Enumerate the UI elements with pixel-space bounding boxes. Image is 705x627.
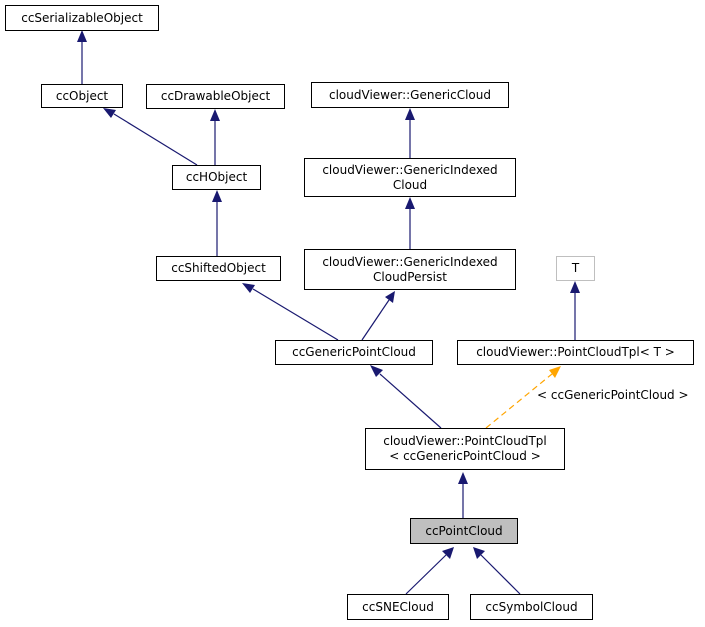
edge-pointcloudtplgeneric-to-ccgenericpointcloud bbox=[379, 373, 442, 429]
node-cchobject[interactable]: ccHObject bbox=[172, 165, 261, 190]
edge-arrowhead bbox=[549, 366, 561, 378]
node-ccpointcloud: ccPointCloud bbox=[410, 518, 518, 544]
node-label: ccDrawableObject bbox=[160, 89, 271, 103]
edge-ccsnecloud-to-ccpointcloud bbox=[405, 554, 447, 595]
node-pointcloudtpl-generic[interactable]: cloudViewer::PointCloudTpl < ccGenericPo… bbox=[365, 428, 565, 470]
edge-chobject-to-ccobject bbox=[113, 113, 198, 166]
edge-arrowhead bbox=[242, 283, 255, 293]
node-ccdrawableobject[interactable]: ccDrawableObject bbox=[146, 84, 285, 109]
edge-ccgenericpointcloud-to-ccshiftedobject bbox=[252, 288, 339, 341]
node-label: ccSerializableObject bbox=[21, 10, 143, 25]
edge-ccsymbolcloud-to-ccpointcloud bbox=[480, 554, 521, 595]
node-template-param-t: T bbox=[556, 256, 595, 281]
node-label: ccObject bbox=[55, 88, 109, 103]
node-label-line1: cloudViewer::GenericIndexed bbox=[322, 254, 498, 269]
node-label: ccSNECloud bbox=[362, 599, 434, 614]
node-label: T bbox=[571, 261, 580, 275]
node-genericcloud[interactable]: cloudViewer::GenericCloud bbox=[311, 82, 509, 108]
node-ccserializableobject[interactable]: ccSerializableObject bbox=[5, 5, 159, 31]
node-label: ccPointCloud bbox=[425, 523, 503, 538]
edge-arrowhead bbox=[385, 291, 395, 303]
node-label: cloudViewer::GenericCloud bbox=[329, 87, 491, 102]
edge-arrowhead bbox=[370, 365, 383, 377]
node-label: ccShiftedObject bbox=[171, 261, 266, 275]
node-label-line2: Cloud bbox=[392, 177, 428, 192]
node-label: cloudViewer::PointCloudTpl< T > bbox=[476, 345, 675, 359]
node-genericindexedcloudpersist[interactable]: cloudViewer::GenericIndexed CloudPersist bbox=[304, 249, 516, 290]
node-ccsnecloud[interactable]: ccSNECloud bbox=[347, 594, 449, 620]
node-ccgenericpointcloud[interactable]: ccGenericPointCloud bbox=[275, 340, 433, 365]
node-label: ccSymbolCloud bbox=[485, 599, 578, 614]
edge-label-template-arg: < ccGenericPointCloud > bbox=[537, 388, 689, 402]
edge-arrowhead bbox=[103, 108, 116, 118]
edge-arrowhead bbox=[458, 472, 468, 484]
edge-arrowhead bbox=[77, 30, 87, 42]
node-ccsymbolcloud[interactable]: ccSymbolCloud bbox=[470, 594, 593, 620]
node-ccobject[interactable]: ccObject bbox=[41, 84, 123, 108]
node-label-line2: < ccGenericPointCloud > bbox=[389, 449, 541, 463]
edge-arrowhead bbox=[442, 547, 454, 559]
node-genericindexedcloud[interactable]: cloudViewer::GenericIndexed Cloud bbox=[304, 158, 516, 197]
node-pointcloudtpl-t[interactable]: cloudViewer::PointCloudTpl< T > bbox=[457, 340, 694, 365]
edge-template-instantiation bbox=[485, 373, 553, 429]
node-label: ccHObject bbox=[185, 170, 248, 184]
edge-arrowhead bbox=[570, 281, 580, 293]
edge-arrowhead bbox=[210, 109, 220, 121]
edge-arrowhead bbox=[212, 190, 222, 202]
node-label-line1: cloudViewer::GenericIndexed bbox=[322, 162, 498, 177]
node-label: ccGenericPointCloud bbox=[292, 345, 416, 359]
edge-arrowhead bbox=[405, 197, 415, 209]
edge-arrowhead bbox=[405, 108, 415, 120]
node-ccshiftedobject[interactable]: ccShiftedObject bbox=[156, 256, 281, 281]
edge-ccgenericpointcloud-to-persist bbox=[361, 299, 390, 341]
node-label-line2: CloudPersist bbox=[373, 269, 447, 284]
edge-arrowhead bbox=[473, 547, 485, 559]
node-label-line1: cloudViewer::PointCloudTpl bbox=[383, 434, 547, 448]
